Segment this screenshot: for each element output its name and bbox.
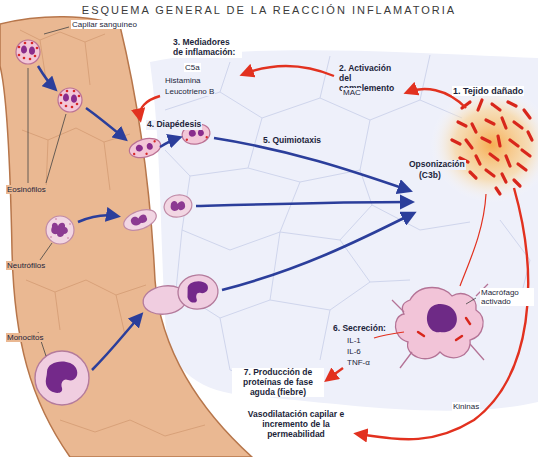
- effect-label: Vasodilatación capilar e incremento de l…: [240, 410, 352, 439]
- mediator-name: Leucotrieno B: [164, 87, 215, 96]
- step-heading: 1. Tejido dañado: [452, 86, 524, 96]
- complement-name: MAC: [342, 88, 362, 97]
- step-heading: 3. Mediadores de inflamación:: [172, 38, 242, 58]
- cell-type-label: Monocitos: [6, 333, 44, 342]
- step-heading: 4. Diapédesis: [146, 120, 202, 130]
- cell-type-label: Macrófago activado: [480, 288, 534, 306]
- vessel-label: Capilar sanguíneo: [71, 20, 138, 29]
- cytokine-name: TNF-α: [346, 358, 371, 367]
- cytokine-name: IL-1: [346, 336, 362, 345]
- step-heading: Opsonización: [408, 160, 466, 170]
- step-heading: 5. Quimiotaxis: [262, 136, 322, 146]
- complement-name: (C3b): [418, 171, 442, 181]
- cell-type-label: Eosinófilos: [6, 185, 47, 194]
- diagram-title: ESQUEMA GENERAL DE LA REACCIÓN INFLAMATO…: [0, 4, 538, 16]
- step-heading: 7. Producción de proteínas de fase aguda…: [232, 368, 324, 397]
- mediator-name: Histamina: [164, 76, 202, 85]
- cytokine-name: IL-6: [346, 347, 362, 356]
- mediator-name: Kininas: [452, 402, 480, 411]
- step-heading: 6. Secreción:: [332, 324, 387, 334]
- mediator-name: C5a: [184, 63, 201, 72]
- cell-type-label: Neutrófilos: [6, 261, 46, 270]
